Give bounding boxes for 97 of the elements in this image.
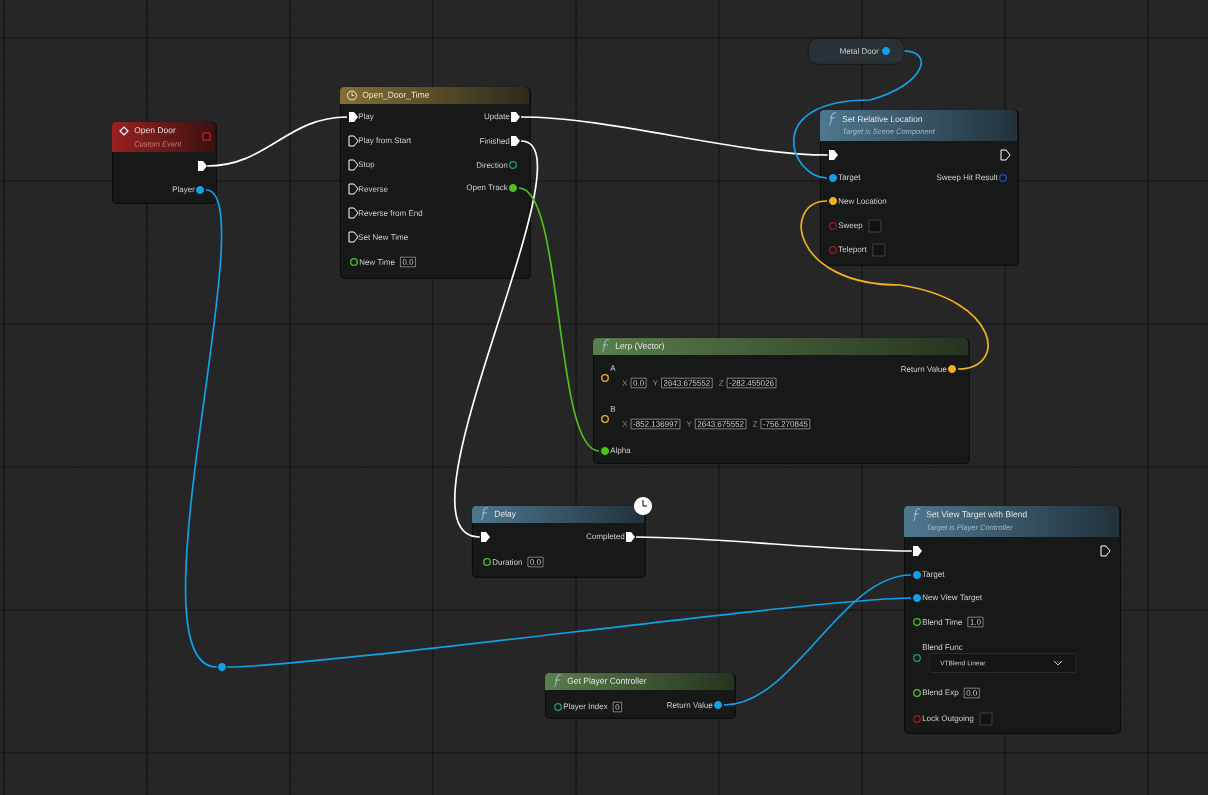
value-field: 0.0: [400, 256, 416, 268]
value-field: -282.455026: [726, 377, 777, 389]
input-pin: Target: [913, 571, 945, 579]
input-pin: New Time: [350, 258, 395, 266]
function-node: [545, 673, 736, 719]
input-pin: Reverse from End: [348, 207, 423, 219]
node-label: Finished: [480, 138, 510, 144]
node-label: New Location: [838, 198, 887, 204]
node-label: Play from Start: [358, 137, 412, 145]
input-pin: Play from Start: [348, 135, 412, 147]
value-field: 0.0: [630, 377, 647, 389]
value-field: 2643.675552: [661, 377, 713, 389]
node-title: Set View Target with Blend: [926, 511, 1027, 519]
value-field: 0.0: [527, 556, 544, 568]
wire: [184, 189, 223, 668]
output-pin: Player: [172, 186, 204, 194]
node-title: Delay: [494, 510, 516, 519]
axis-letter: Y: [652, 380, 658, 386]
output-pin: Sweep Hit Result: [936, 174, 1007, 182]
axis-letter: Z: [752, 421, 758, 427]
node-label: Open Track: [466, 184, 508, 192]
value-field: 0: [612, 701, 622, 713]
output-pin: Direction: [476, 161, 517, 169]
axis-letter: Z: [718, 380, 724, 386]
output-pin: Return Value: [667, 701, 722, 709]
timeline-node: [340, 87, 531, 279]
node-title: Get Player Controller: [567, 677, 647, 686]
node-label: Completed: [586, 533, 625, 541]
input-pin: Play: [349, 112, 374, 122]
input-pin: Blend Time: [913, 618, 962, 626]
wire: [454, 140, 539, 538]
input-pin: New Location: [829, 197, 887, 205]
exec-pin: [1000, 149, 1011, 161]
node-label: Update: [484, 113, 510, 121]
wire: [206, 116, 348, 167]
wire: [520, 116, 829, 156]
node-label: Target: [922, 571, 945, 579]
function-node: [904, 506, 1121, 734]
value-field: 1.0: [967, 616, 984, 628]
node-label: Reverse from End: [358, 210, 423, 216]
output-pin: Return Value: [901, 365, 956, 373]
node-label: Alpha: [610, 447, 631, 455]
input-pin: Teleport: [829, 246, 867, 254]
input-pin: Player Index: [554, 703, 608, 711]
node-title: Set Relative Location: [842, 115, 922, 123]
node-label: Play: [358, 113, 374, 121]
wire: [723, 574, 912, 706]
node-title: Open_Door_Time: [362, 91, 430, 100]
input-pin: Lock Outgoing: [913, 715, 974, 723]
node-label: Player: [172, 186, 195, 194]
input-pin: Sweep: [829, 222, 863, 230]
input-pin: Target: [829, 174, 861, 182]
value-field: -852.136997: [630, 418, 681, 430]
exec-pin: [1100, 545, 1111, 557]
input-pin: A: [601, 365, 616, 382]
value-field: 2643.675552: [695, 418, 747, 430]
node-label: Reverse: [358, 186, 388, 192]
input-pin: New View Target: [913, 594, 982, 602]
input-pin: B: [601, 406, 616, 423]
node-title: Lerp (Vector): [615, 342, 664, 351]
output-pin: Completed: [586, 532, 635, 542]
output-pin: Update: [484, 112, 520, 122]
output-pin: Open Track: [466, 184, 517, 192]
wire: [518, 187, 600, 452]
node-label: Direction: [476, 162, 508, 168]
wire: [792, 50, 922, 179]
input-pin: Reverse: [348, 183, 388, 195]
exec-pin: [481, 532, 490, 542]
input-pin: Set New Time: [348, 231, 408, 243]
axis-letter: X: [622, 421, 628, 427]
node-label: Target: [838, 174, 861, 182]
exec-pin: [913, 546, 922, 556]
axis-letter: Y: [686, 421, 692, 427]
wire: [800, 200, 989, 370]
input-pin: Blend Exp: [913, 689, 959, 697]
node-label: Set New Time: [358, 234, 408, 240]
node-title: Metal Door: [840, 48, 879, 54]
input-pin: Stop: [348, 159, 375, 171]
exec-pin: [198, 161, 207, 171]
value-field: 0.0: [963, 687, 980, 699]
node-title: Open Door: [134, 127, 176, 135]
function-node: [472, 497, 652, 578]
output-pin: Finished: [480, 136, 520, 146]
node-label: Return Value: [667, 702, 713, 708]
exec-pin: [829, 150, 838, 160]
wire: [635, 536, 913, 552]
node-label: Return Value: [901, 366, 947, 372]
function-node: [593, 338, 970, 464]
axis-letter: X: [622, 380, 628, 386]
variable-node: [808, 38, 905, 65]
event-node: [112, 122, 217, 204]
input-pin: Alpha: [601, 447, 631, 455]
function-node: [820, 110, 1019, 266]
node-label: Stop: [358, 161, 375, 169]
wire: [226, 597, 912, 668]
input-pin: Duration: [483, 558, 522, 566]
value-field: -756.270845: [760, 418, 811, 430]
